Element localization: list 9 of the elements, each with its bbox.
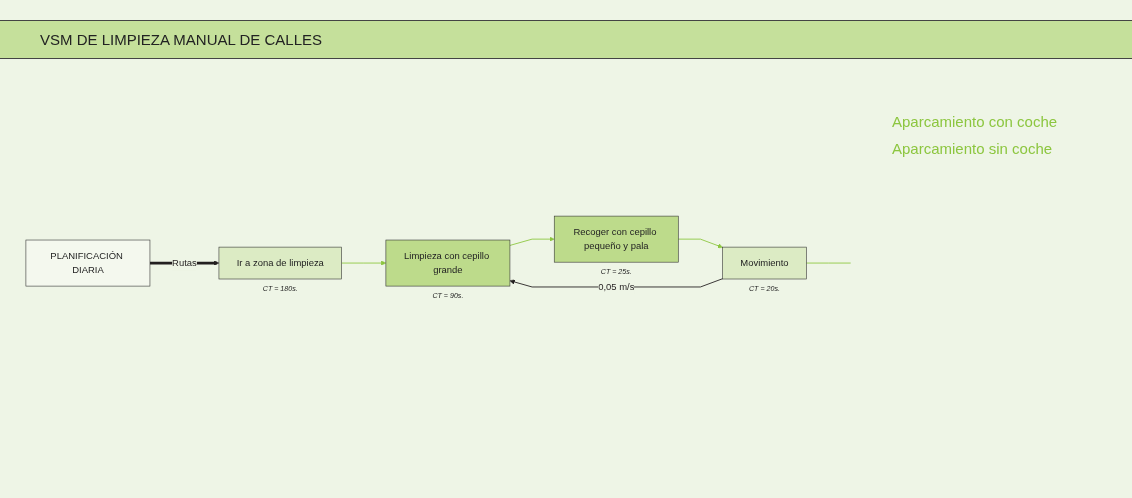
process-box: Recoger con cepillo pequeño y pala bbox=[553, 215, 679, 263]
process-box: Movimiento bbox=[722, 246, 807, 280]
bracket-label: Aparcamiento con coche bbox=[892, 113, 1059, 130]
bracket-label: Aparcamiento sin coche bbox=[892, 140, 1054, 157]
title-band: VSM DE LIMPIEZA MANUAL DE CALLES bbox=[0, 20, 1132, 59]
process-box: Ir a zona de limpieza bbox=[218, 246, 342, 280]
connector bbox=[805, 262, 852, 264]
process-box: PLANIFICACIÓN DIARIA bbox=[25, 239, 151, 287]
process-box: Limpieza con cepillo grande bbox=[385, 239, 511, 287]
